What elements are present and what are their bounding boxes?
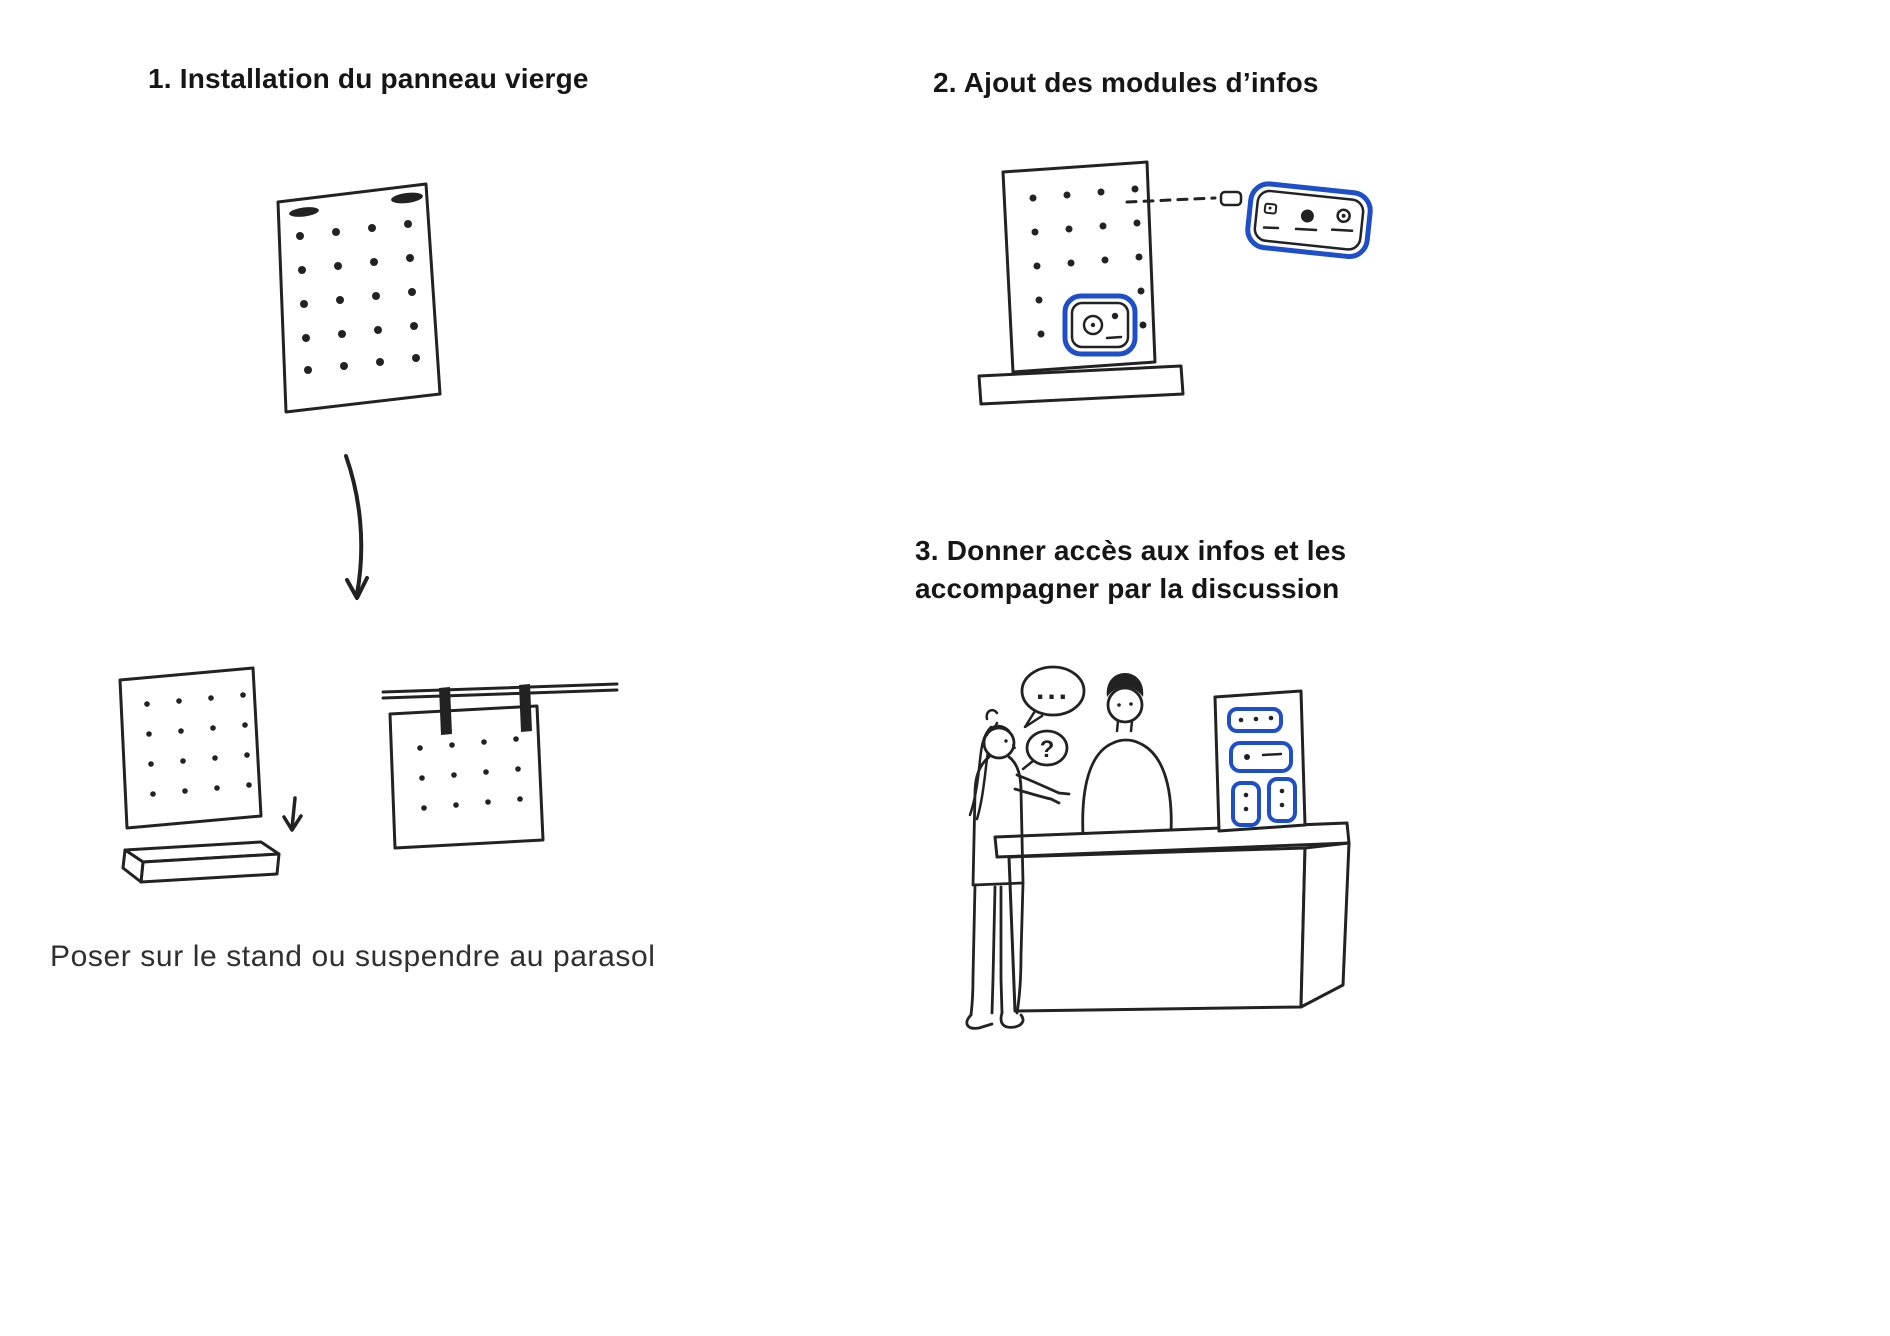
module-panel-on-counter — [1213, 689, 1307, 833]
peg-holes — [417, 736, 523, 811]
hanging-panel — [388, 704, 545, 850]
down-arrow-icon — [344, 454, 369, 600]
speech-bubble-thinking: ... — [1020, 665, 1086, 729]
info-module — [1267, 777, 1297, 823]
info-module-attached — [1062, 293, 1138, 357]
host-torso — [1081, 738, 1173, 837]
thinking-dots-text: ... — [1036, 673, 1070, 706]
hanging-slot-icon — [289, 207, 319, 217]
discussion-scene-sketch: ... ? — [965, 665, 1351, 1030]
info-module — [1229, 741, 1293, 773]
counter — [993, 821, 1351, 1013]
attach-dashed-line — [1125, 196, 1217, 204]
info-module-floating — [1245, 181, 1373, 260]
panel-hanging-on-parasol — [381, 682, 619, 850]
person-host — [1081, 673, 1173, 837]
step-3-title-line-1: 3. Donner accès aux infos et les — [915, 535, 1347, 566]
question-mark-text: ? — [1040, 736, 1055, 763]
pegboard-panel — [276, 182, 442, 414]
panel-with-module-sketch — [977, 160, 1373, 406]
blank-panel-sketch — [276, 182, 442, 414]
strap-icon — [439, 687, 452, 735]
peg-holes — [296, 220, 420, 374]
host-hair — [1106, 673, 1144, 697]
strap-icon — [519, 684, 532, 732]
base-stand — [121, 840, 281, 884]
visitor-legs — [965, 881, 1025, 1030]
step-3-title: 3. Donner accès aux infos et les accompa… — [915, 532, 1346, 608]
pointing-arm — [1013, 773, 1071, 805]
visitor-head — [982, 726, 1016, 760]
step-1-caption: Poser sur le stand ou suspendre au paras… — [50, 940, 656, 973]
small-down-arrow-icon — [282, 796, 303, 832]
pegboard-panel — [977, 160, 1185, 406]
hanging-slot-icon — [391, 192, 423, 204]
clip-icon — [1219, 190, 1243, 207]
host-head — [1106, 686, 1144, 724]
step-1-title: 1. Installation du panneau vierge — [148, 63, 589, 94]
panel-on-stand — [118, 666, 303, 884]
peg-holes — [1029, 185, 1147, 338]
speech-bubble-question: ? — [1021, 729, 1069, 771]
parasol-bar — [381, 682, 619, 694]
info-module — [1231, 781, 1261, 827]
info-module — [1227, 707, 1283, 733]
person-visitor — [965, 708, 1071, 1030]
step-2-title: 2. Ajout des modules d’infos — [933, 67, 1319, 98]
step-3-title-line-2: accompagner par la discussion — [915, 573, 1340, 604]
peg-holes — [144, 692, 252, 797]
stand-and-hang-sketch — [118, 666, 619, 884]
base-stand — [977, 364, 1185, 406]
